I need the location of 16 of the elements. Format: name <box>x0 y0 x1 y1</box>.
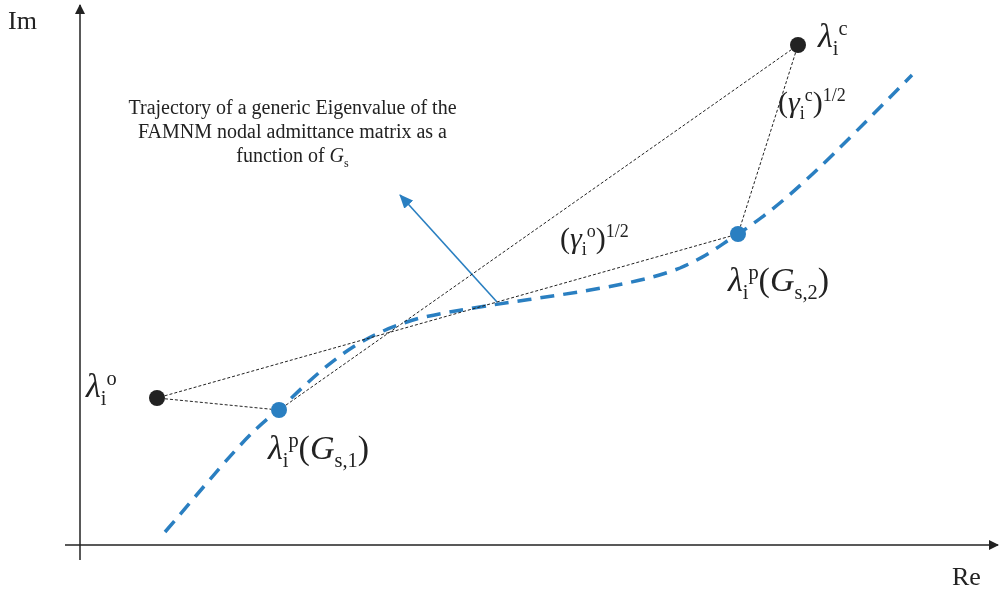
point-marker <box>730 226 746 242</box>
point-marker <box>271 402 287 418</box>
point-label: λ$_{i}$$^{p}$(G$_{s,2}$) <box>728 262 830 303</box>
axis-label: Im <box>8 6 37 36</box>
dotted-line <box>164 235 731 397</box>
point-marker <box>790 37 806 53</box>
dotted-line <box>164 398 272 410</box>
dotted-line <box>285 49 792 406</box>
dotted-line <box>739 52 797 227</box>
axis-label: Re <box>952 562 981 592</box>
annotation-text: Trajectory of a generic Eigenvalue of the FAMNM nodal admittance matrix as a function of G$_{s}$ <box>125 95 460 171</box>
edge-label: (γ$_{i}$$^{c}$)$^{1/2}$ <box>778 86 846 122</box>
arrow <box>399 194 498 303</box>
edge-label: (γ$_{i}$$^{o}$)$^{1/2}$ <box>560 222 629 258</box>
point-label: λ$_{i}$$^{p}$(G$_{s,1}$) <box>268 430 370 471</box>
point-marker <box>149 390 165 406</box>
